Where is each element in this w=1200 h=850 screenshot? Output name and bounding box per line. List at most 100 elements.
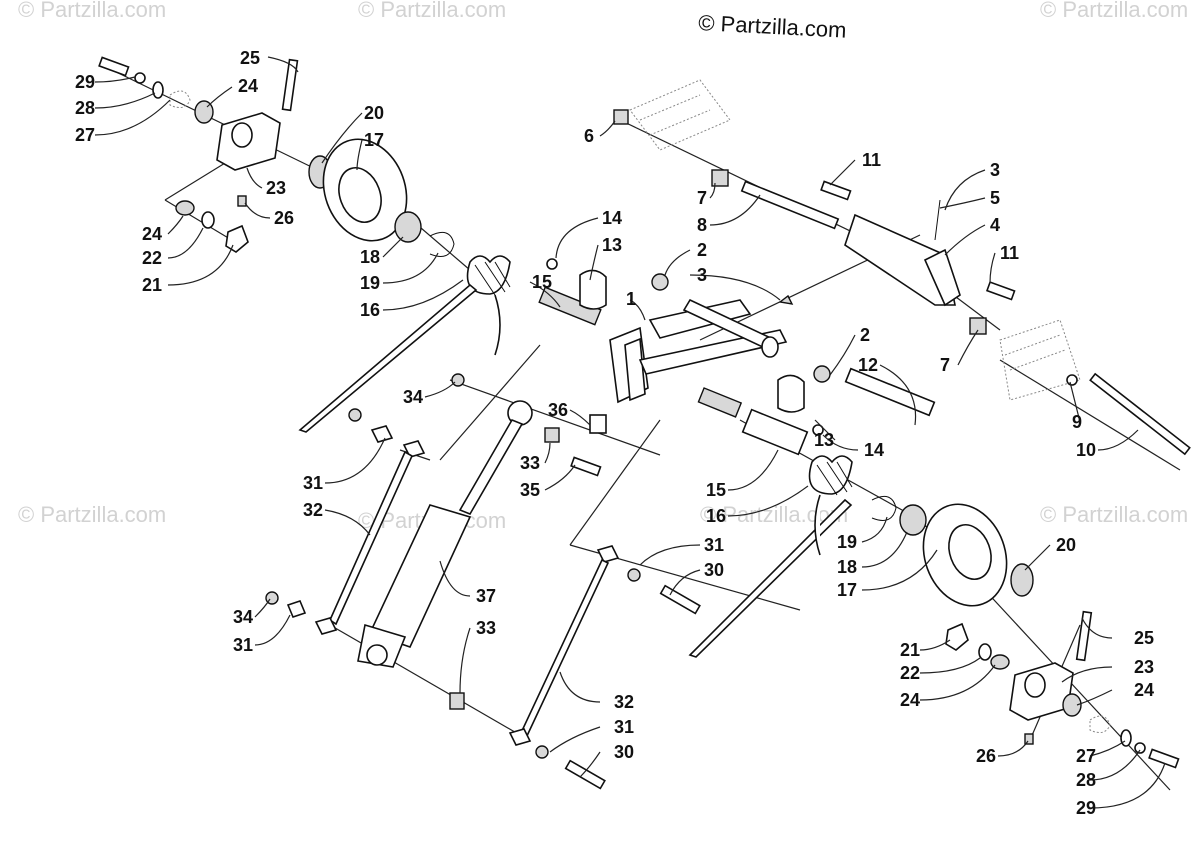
watermark-text: © Partzilla.com (358, 0, 506, 22)
bushing-7-lower (969, 317, 987, 335)
callout-label: 31 (614, 717, 634, 737)
left-idler-wheel (308, 138, 455, 257)
bearing-18-right (899, 504, 927, 536)
nut-26-right (1024, 733, 1034, 745)
lock-washer-28-left (134, 72, 146, 84)
callout-label: 3 (990, 160, 1000, 180)
bushing-31-mid (286, 600, 307, 618)
washer-22-right (978, 643, 992, 661)
callout-label: 28 (1076, 770, 1096, 790)
bolt-30-upper (659, 584, 701, 615)
callout-label: 27 (1076, 746, 1096, 766)
sleeve-15-right (741, 408, 809, 456)
grease-fitting-3 (778, 294, 794, 305)
callout-label: 18 (837, 557, 857, 577)
callout-label: 32 (614, 692, 634, 712)
bushing-2-left (651, 273, 669, 291)
spring-coil-16-left (466, 255, 511, 295)
watermark-text: © Partzilla.com (1040, 502, 1188, 527)
retainer-14-right (812, 424, 824, 436)
callout-label: 22 (900, 663, 920, 683)
callout-label: 7 (697, 188, 707, 208)
callout-label: 22 (142, 248, 162, 268)
watermark-text: © Partzilla.com (18, 0, 166, 22)
shaft-8 (740, 180, 840, 230)
callout-label: 37 (476, 586, 496, 606)
callout-label: 3 (697, 265, 707, 285)
rear-arm-1-crossbar (648, 299, 752, 339)
callout-label: 26 (274, 208, 294, 228)
nut-26-left (237, 195, 247, 207)
bolt-29-left (98, 56, 130, 77)
callout-label: 11 (1000, 243, 1019, 263)
spacer-36 (589, 414, 607, 434)
washer-9 (1066, 374, 1078, 386)
link-rod-32-right (518, 558, 610, 740)
callout-label: 24 (142, 224, 162, 244)
callout-label: 32 (303, 500, 323, 520)
callout-label: 31 (704, 535, 724, 555)
washer-22-left (201, 211, 215, 229)
callout-label: 21 (900, 640, 920, 660)
callout-label: 5 (990, 188, 1000, 208)
bumper-13-right (777, 374, 805, 413)
callout-label: 17 (364, 130, 384, 150)
callout-label: 9 (1072, 412, 1082, 432)
bumper-13-left (579, 269, 607, 310)
right-idler-hardware (945, 610, 1180, 769)
callout-label: 34 (403, 387, 423, 407)
shock-and-links (265, 373, 701, 790)
spring-arm-16-right (688, 498, 853, 658)
callout-label: 11 (862, 150, 881, 170)
bracket-hole (1024, 672, 1046, 698)
callout-label: 33 (476, 618, 496, 638)
spring-wraps (816, 461, 853, 496)
mount-bracket-hidden (1089, 715, 1111, 734)
callout-label: 24 (1134, 680, 1154, 700)
retainer-14-left (546, 258, 558, 270)
callout-label: 20 (364, 103, 384, 123)
callout-label: 8 (697, 215, 707, 235)
callout-label: 26 (976, 746, 996, 766)
spring-wraps (474, 261, 511, 296)
bracket-4-ear (923, 248, 961, 307)
callout-label: 15 (532, 272, 552, 292)
callout-label: 14 (602, 208, 622, 228)
callout-label: 30 (614, 742, 634, 762)
bolt-29-right (1148, 748, 1180, 769)
tube-end (761, 336, 779, 358)
nut-34-upper (451, 373, 465, 387)
callout-label: 16 (360, 300, 380, 320)
bushing-21-right (945, 622, 969, 651)
spacer-24-right-lower (1062, 693, 1082, 717)
bolt-11-upper (820, 180, 852, 201)
shock-body-37 (368, 504, 472, 648)
right-idler-wheel (899, 503, 1034, 607)
callout-label: 34 (233, 607, 253, 627)
callout-label: 23 (266, 178, 286, 198)
callout-label: 36 (548, 400, 568, 420)
callout-label: 10 (1076, 440, 1096, 460)
tunnel-mount-hidden-lower (999, 319, 1081, 401)
spacer-24-left-lower (175, 200, 195, 216)
callout-label: 23 (1134, 657, 1154, 677)
rear-arm-assembly (538, 258, 936, 456)
callout-label: 25 (240, 48, 260, 68)
callout-label: 18 (360, 247, 380, 267)
callout-label: 25 (1134, 628, 1154, 648)
spring-tail (814, 494, 821, 556)
shaft-12 (844, 367, 936, 417)
bolt-25-left (281, 58, 299, 112)
bushing-7-upper (711, 169, 729, 187)
callout-label: 2 (697, 240, 707, 260)
watermark-text: © Partzilla.com (1040, 0, 1188, 22)
link-rod-32-left (328, 450, 414, 626)
callout-label: 13 (814, 430, 834, 450)
nut-34-mid (348, 408, 362, 422)
callout-label: 1 (626, 289, 636, 309)
callout-label: 12 (858, 355, 878, 375)
mount-bracket-hidden (169, 90, 191, 109)
bracket-hole (231, 122, 253, 148)
